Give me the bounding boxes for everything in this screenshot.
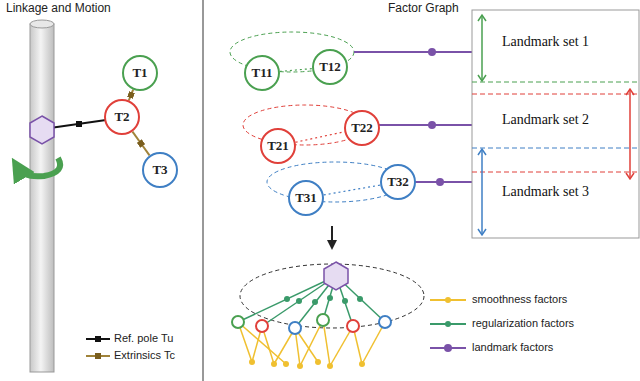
pose-link	[280, 69, 312, 72]
extrinsics-link	[132, 132, 149, 156]
pose-circle: T11	[244, 55, 280, 91]
pose-circle: T3	[142, 152, 178, 188]
panel-title: Factor Graph	[388, 1, 459, 15]
pose-label: T12	[319, 59, 341, 75]
landmark-set-label: Landmark set 1	[502, 34, 589, 50]
pose-circle: T2	[104, 99, 140, 135]
landmark-band: Landmark set 1	[486, 28, 626, 56]
pose-label: T21	[267, 138, 289, 154]
landmark-set-label: Landmark set 2	[502, 112, 589, 128]
pose-circle: T32	[380, 164, 416, 200]
pose-label: T31	[295, 190, 317, 206]
pose-label: T22	[351, 120, 373, 136]
legend-text: Ref. pole Tu	[114, 332, 173, 344]
pose-circle: T1	[122, 55, 158, 91]
pose-circle: T31	[288, 180, 324, 216]
panel-title: Linkage and Motion	[6, 1, 111, 15]
pose-label: T3	[152, 162, 167, 178]
pose-circle: T21	[260, 128, 296, 164]
landmark-set-label: Landmark set 3	[502, 184, 589, 200]
pose-link	[296, 132, 345, 142]
pose-link	[324, 185, 381, 195]
legend-text: Extrinsics Tc	[114, 349, 175, 361]
extrinsics-link	[129, 90, 133, 101]
pose-circle: T12	[312, 49, 348, 85]
legend-text: regularization factors	[472, 317, 574, 329]
pose-label: T1	[132, 65, 147, 81]
legend-text: landmark factors	[472, 341, 553, 353]
landmark-band: Landmark set 3	[486, 178, 626, 206]
pose-label: T2	[114, 109, 129, 125]
pose-label: T32	[387, 174, 409, 190]
pose-label: T11	[252, 65, 273, 81]
pose-circle: T22	[344, 110, 380, 146]
legend-text: smoothness factors	[472, 293, 567, 305]
landmark-band: Landmark set 2	[486, 106, 626, 134]
